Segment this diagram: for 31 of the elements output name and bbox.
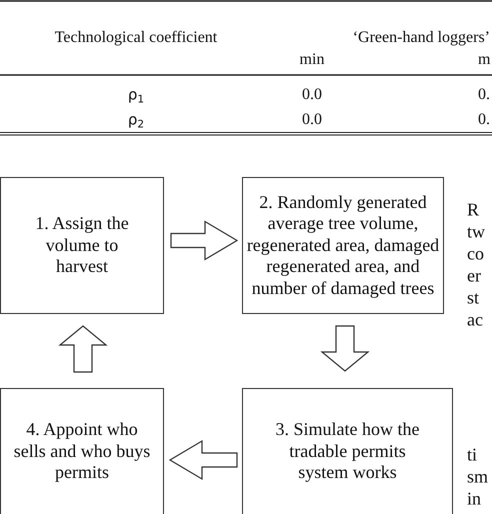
column-header: Technological coefficient <box>54 28 218 48</box>
text-fragment: ti <box>467 444 478 466</box>
column-header: min <box>300 50 324 70</box>
row-label: ρ$_{2}$ <box>128 111 144 129</box>
column-header: ‘Green-hand loggers’ <box>352 28 490 48</box>
block-arrow <box>58 325 108 373</box>
text-fragment: co <box>467 244 484 264</box>
block-arrow <box>320 325 370 372</box>
step-text: 3. Simulate how the tradable permits system works <box>274 419 420 484</box>
process-box <box>0 388 164 514</box>
text-fragment: in <box>467 488 482 510</box>
block-arrow <box>170 220 238 261</box>
table-value: 0. <box>478 110 490 130</box>
text-fragment: tw <box>467 222 485 242</box>
step-text: 4. Appoint who sells and who buys permits <box>12 419 152 484</box>
process-box <box>242 388 453 514</box>
process-box <box>0 177 164 314</box>
column-header: m <box>478 50 490 70</box>
text-fragment: ac <box>467 310 483 330</box>
block-arrow <box>168 440 238 480</box>
row-label: ρ$_{1}$ <box>128 86 144 104</box>
text-fragment: st <box>467 288 480 308</box>
text-fragment: sm <box>467 466 488 488</box>
table-value: 0. <box>478 86 490 104</box>
step-text: 2. Randomly generated average tree volume, regenerated area, damaged regenerated area, and number of damaged trees <box>246 192 440 300</box>
text-fragment: R <box>467 200 480 220</box>
table-value: 0.0 <box>302 86 322 104</box>
table-value: 0.0 <box>302 110 322 130</box>
step-text: 1. Assign the volume to harvest <box>34 213 130 278</box>
text-fragment: er <box>467 266 481 286</box>
process-box <box>242 177 444 314</box>
